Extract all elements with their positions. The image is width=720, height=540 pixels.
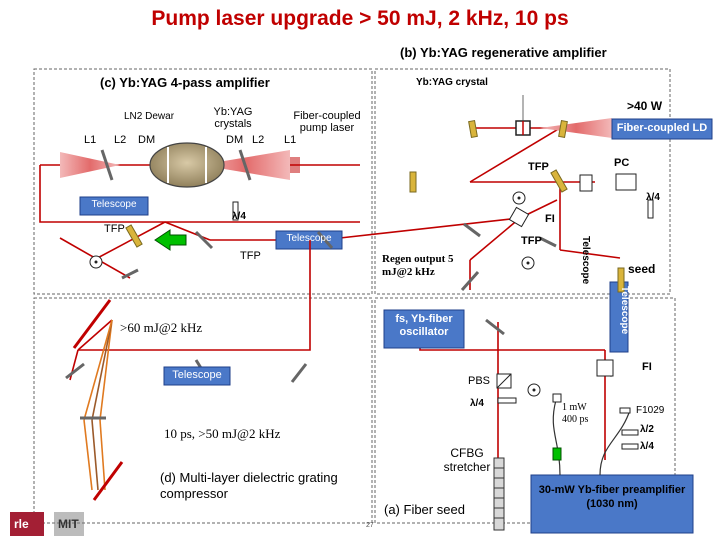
output-arrow-green <box>154 229 187 251</box>
telescope-4pass-2 <box>275 230 343 250</box>
label-dm-right: DM <box>226 134 244 146</box>
seed-hwp <box>621 429 639 436</box>
label-preamp: 30-mW Yb-fiber preamplifier (1030 nm) <box>538 484 686 510</box>
label-pbs: PBS <box>468 375 491 387</box>
label-forty-w: >40 W <box>627 99 663 113</box>
section-regen-title: (b) Yb:YAG regenerative amplifier <box>400 45 607 60</box>
label-fiber-coupled-pump: Fiber-coupled pump laser <box>293 110 361 135</box>
telescope-4pass-1 <box>79 196 149 216</box>
label-regen-telescope: Telescope <box>580 236 591 285</box>
logo-rle <box>10 512 44 536</box>
label-l2-left: L2 <box>114 134 127 146</box>
page-number: 27 <box>366 522 374 529</box>
label-yb-yag-crystals: Yb:YAG crystals <box>213 106 253 131</box>
pc-box <box>615 173 637 191</box>
four-pass-tfp <box>125 224 143 248</box>
label-telescope-4pass-1: Telescope <box>91 199 137 210</box>
seed-fi-box <box>596 359 614 377</box>
seed-qwp <box>497 397 517 404</box>
label-fi: FI <box>545 213 555 225</box>
label-output-60: >60 mJ@2 kHz <box>120 320 203 335</box>
label-f1029: F1029 <box>636 405 665 416</box>
telescope-compressor <box>163 366 231 386</box>
compressor-frame <box>33 297 373 524</box>
label-four-pass-tfp-bottom: TFP <box>240 250 261 262</box>
regen-tfp-1 <box>550 169 568 193</box>
section-four-pass-title: (c) Yb:YAG 4-pass amplifier <box>100 75 270 90</box>
label-l2-right: L2 <box>252 134 265 146</box>
fi-box <box>508 206 530 228</box>
label-regen-tfp-top: TFP <box>528 161 549 173</box>
label-one-mw: 1 mW 400 ps <box>562 402 589 425</box>
label-telescope-4pass-2: Telescope <box>286 233 332 244</box>
logo-mit-text: MIT <box>58 517 79 531</box>
label-telescope-compressor: Telescope <box>172 369 222 381</box>
label-seed-hwp: λ/2 <box>640 424 654 435</box>
label-regen-tfp-bottom: TFP <box>521 235 542 247</box>
label-seed-qwp: λ/4 <box>470 398 484 409</box>
fs-oscillator-box <box>383 309 465 349</box>
four-pass-frame <box>33 68 373 295</box>
grating-1 <box>72 299 112 349</box>
grating-2 <box>92 461 124 501</box>
preamp-box <box>530 474 694 534</box>
label-regen-output: Regen output 5 mJ@2 kHz <box>382 253 454 279</box>
label-l1-left: L1 <box>84 134 97 146</box>
logo-mit <box>54 512 84 536</box>
label-l1-right: L1 <box>284 134 297 146</box>
label-fiber-coupled-ld: Fiber-coupled LD <box>616 122 708 134</box>
pump-beam-regen <box>540 118 612 138</box>
label-yb-yag-crystal: Yb:YAG crystal <box>416 77 488 88</box>
label-pc: PC <box>614 157 630 169</box>
page-title: Pump laser upgrade > 50 mJ, 2 kHz, 10 ps <box>151 7 569 30</box>
fiber-coupled-ld-box <box>611 118 713 140</box>
regen-qwp <box>647 199 654 219</box>
label-fs-oscillator: fs, Yb-fiber oscillator <box>395 313 453 339</box>
label-regen-qwp: λ/4 <box>646 192 660 203</box>
logo-rle-text: rle <box>14 517 29 531</box>
label-four-pass-qwp: λ/4 <box>232 211 246 222</box>
label-dm-left: DM <box>138 134 156 146</box>
section-seed-title: (a) Fiber seed <box>384 502 465 517</box>
label-four-pass-tfp-left: TFP <box>104 223 125 235</box>
label-seed: seed <box>628 262 656 276</box>
label-ln2-dewar: LN2 Dewar <box>124 111 175 122</box>
ln2-dewar <box>149 142 225 188</box>
label-telescope-seed: Telescope <box>619 286 630 335</box>
section-compressor-title: (d) Multi-layer dielectric grating compr… <box>160 470 338 501</box>
compressor-beam <box>69 240 311 491</box>
regen-frame <box>374 68 671 295</box>
regen-telescope-v <box>579 174 593 192</box>
label-seed-fi: FI <box>642 361 652 373</box>
four-pass-qwp <box>232 201 239 221</box>
label-cfbg: CFBG stretcher <box>443 446 491 475</box>
seed-frame <box>374 297 676 524</box>
cfbg <box>493 457 505 531</box>
label-output-10ps: 10 ps, >50 mJ@2 kHz <box>164 426 281 441</box>
label-seed-qwp-2: λ/4 <box>640 441 654 452</box>
